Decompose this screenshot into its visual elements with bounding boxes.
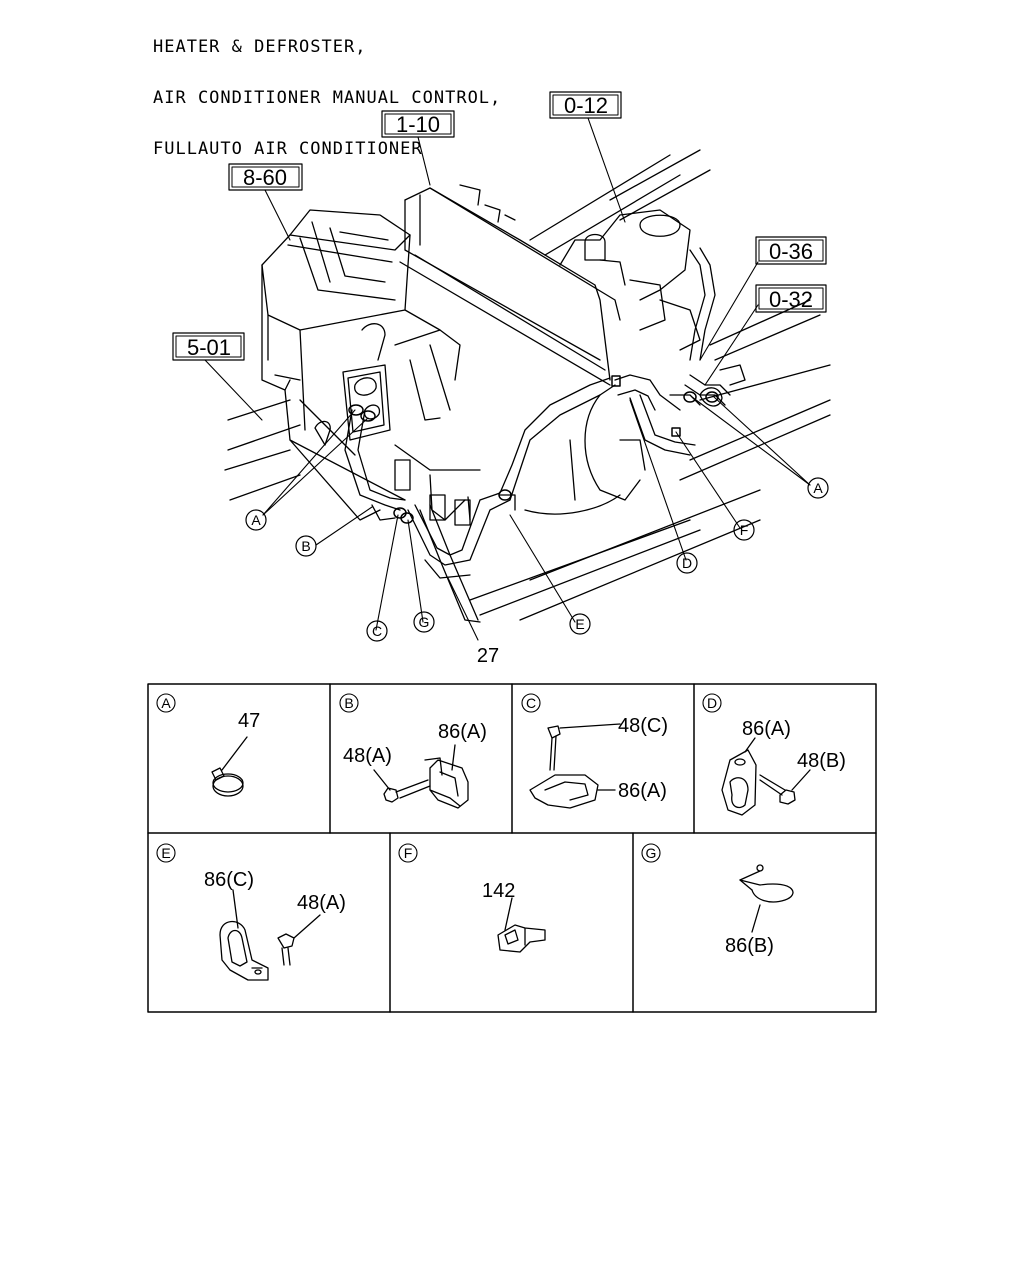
ref-box-8-60 <box>228 163 303 191</box>
hvac-unit-body <box>261 209 461 431</box>
detail-g-letter: G <box>646 845 657 861</box>
callout-a-right: A <box>813 480 823 496</box>
ref-label-5-01: 5-01 <box>187 335 231 360</box>
ref-label-0-36: 0-36 <box>769 239 813 264</box>
engine-block <box>524 209 701 515</box>
detail-f-letter: F <box>404 845 413 861</box>
detail-c-part-86a: 86(A) <box>618 780 667 802</box>
detail-e-clip-drawing <box>219 889 321 981</box>
hose-clamps <box>348 375 719 524</box>
detail-d-clip-drawing <box>721 737 811 816</box>
callout-a-left: A <box>251 512 261 528</box>
ref-label-8-60: 8-60 <box>243 165 287 190</box>
callout-b: B <box>301 538 310 554</box>
detail-d-part-48b: 48(B) <box>797 750 846 772</box>
detail-letter-circles <box>156 693 722 863</box>
title-line-2: AIR CONDITIONER MANUAL CONTROL, <box>153 88 502 108</box>
callout-g: G <box>419 614 430 630</box>
heater-pipe-27 <box>419 504 481 623</box>
detail-c-part-48c: 48(C) <box>618 715 668 737</box>
ref-box-5-01 <box>172 332 245 361</box>
diagram-title: HEATER & DEFROSTER, AIR CONDITIONER MANU… <box>153 5 501 175</box>
reference-labels <box>172 91 827 361</box>
detail-d-part-86a: 86(A) <box>742 718 791 740</box>
detail-e-letter: E <box>161 845 170 861</box>
ref-box-0-36 <box>755 236 827 265</box>
detail-b-part-86a: 86(A) <box>438 721 487 743</box>
ref-box-0-12 <box>549 91 622 119</box>
detail-f-part-142: 142 <box>482 880 515 902</box>
detail-a-clamp-drawing <box>211 736 248 797</box>
assembly-drawing <box>204 117 831 641</box>
detail-g-clip-drawing <box>739 864 794 933</box>
engine-pipes <box>684 247 746 407</box>
ref-label-0-32: 0-32 <box>769 287 813 312</box>
callout-f: F <box>740 522 749 538</box>
detail-e-part-86c: 86(C) <box>204 869 254 891</box>
part-number-27: 27 <box>477 645 499 667</box>
ref-box-1-10 <box>381 110 455 138</box>
callout-d: D <box>682 555 692 571</box>
detail-e-part-48a: 48(A) <box>297 892 346 914</box>
detail-b-letter: B <box>344 695 353 711</box>
detail-d-letter: D <box>707 695 717 711</box>
callout-circles <box>245 477 829 642</box>
callout-c: C <box>372 623 382 639</box>
frame-rails <box>224 149 831 621</box>
detail-a-letter: A <box>161 695 171 711</box>
leader-lines <box>204 117 811 641</box>
callout-e: E <box>575 616 584 632</box>
ref-label-1-10: 1-10 <box>396 112 440 137</box>
title-line-3: FULLAUTO AIR CONDITIONER <box>153 139 423 159</box>
detail-a-part-47: 47 <box>238 710 260 732</box>
detail-c-clip-drawing <box>529 723 621 809</box>
detail-b-clip-drawing <box>373 744 469 809</box>
detail-f-clip-drawing <box>497 897 546 953</box>
detail-b-part-48a: 48(A) <box>343 745 392 767</box>
ref-box-0-32 <box>755 284 827 313</box>
blower-housing <box>399 184 621 386</box>
detail-c-letter: C <box>526 695 536 711</box>
detail-g-part-86b: 86(B) <box>725 935 774 957</box>
heater-core-plate <box>342 364 391 441</box>
ref-label-0-12: 0-12 <box>564 93 608 118</box>
title-line-1: HEATER & DEFROSTER, <box>153 37 367 57</box>
detail-table-grid <box>147 683 877 1013</box>
